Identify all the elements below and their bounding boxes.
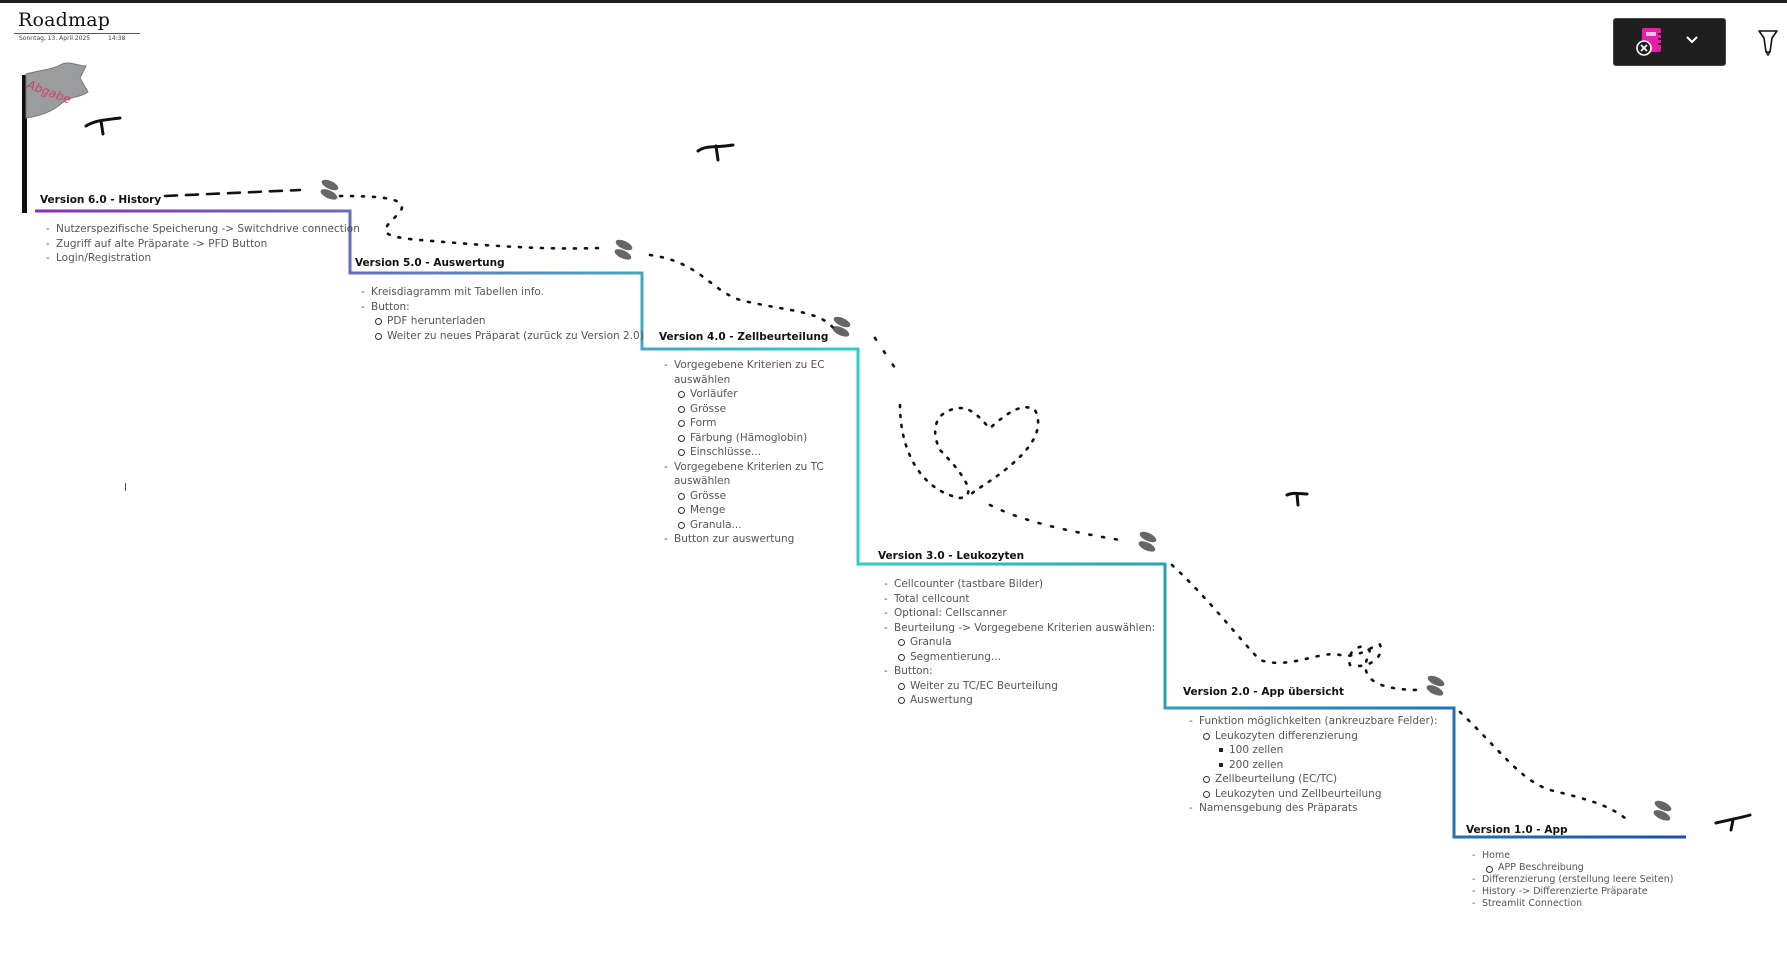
note-item: Beurteilung -> Vorgegebene Kriterien aus… [884, 621, 1155, 636]
version-3-label[interactable]: Version 3.0 - Leukozyten [878, 550, 1025, 562]
version-6-label[interactable]: Version 6.0 - History [40, 194, 162, 206]
window-top-border [0, 0, 1787, 3]
staircase [35, 209, 1686, 839]
note-item: Funktion möglichkeiten (ankreuzbare Feld… [1189, 714, 1437, 729]
note-item: Vorgegebene Kriterien zu EC [664, 358, 825, 373]
note-item: Cellcounter (tastbare Bilder) [884, 577, 1155, 592]
note-item: Vorgegebene Kriterien zu TC [664, 460, 825, 475]
notebook-widget[interactable] [1613, 18, 1726, 66]
note-item: Leukozyten differenzierung [1189, 729, 1437, 744]
pen-icon[interactable] [1756, 28, 1780, 56]
flag [22, 62, 89, 213]
bird-icons [84, 116, 1752, 832]
note-item: Zellbeurteilung (EC/TC) [1189, 772, 1437, 787]
note-item: Total cellcount [884, 592, 1155, 607]
version-6-notes[interactable]: Nutzerspezifische Speicherung -> Switchd… [46, 222, 360, 266]
note-item: Nutzerspezifische Speicherung -> Switchd… [46, 222, 360, 237]
page-time: 14:38 [108, 35, 126, 42]
note-item: Einschlüsse... [664, 445, 825, 460]
note-item: Button: [884, 664, 1155, 679]
version-4-label[interactable]: Version 4.0 - Zellbeurteilung [659, 331, 829, 343]
note-item: Zugriff auf alte Präparate -> PFD Button [46, 237, 360, 252]
note-item: History -> Differenzierte Präparate [1472, 886, 1673, 898]
note-item: Segmentierung... [884, 650, 1155, 665]
note-item: Granula... [664, 518, 825, 533]
note-item: Button zur auswertung [664, 532, 825, 547]
note-item: PDF herunterladen [361, 314, 644, 329]
version-1-notes[interactable]: Home APP Beschreibung Differenzierung (e… [1472, 850, 1673, 910]
note-item: Optional: Cellscanner [884, 606, 1155, 621]
page-date: Sonntag, 13. April 2025 [19, 35, 91, 42]
version-4-notes[interactable]: Vorgegebene Kriterien zu EC auswählen Vo… [664, 358, 825, 547]
note-item: Färbung (Hämoglobin) [664, 431, 825, 446]
chevron-down-icon[interactable] [1684, 31, 1700, 47]
note-item: Button: [361, 300, 644, 315]
note-item: Grösse [664, 489, 825, 504]
version-1-label[interactable]: Version 1.0 - App [1466, 824, 1568, 836]
note-item: Menge [664, 503, 825, 518]
page-title[interactable]: Roadmap [18, 9, 111, 31]
page-meta: Sonntag, 13. April 2025 14:38 [19, 35, 141, 42]
version-5-label[interactable]: Version 5.0 - Auswertung [355, 257, 505, 269]
ink-mark [125, 483, 126, 491]
note-item: Vorläufer [664, 387, 825, 402]
note-item: Streamlit Connection [1472, 898, 1673, 910]
note-item: 100 zellen [1189, 743, 1437, 758]
note-item: Grösse [664, 402, 825, 417]
note-item: Auswertung [884, 693, 1155, 708]
note-item: auswählen [674, 475, 731, 487]
note-item: Weiter zu neues Präparat (zurück zu Vers… [361, 329, 644, 344]
notebook-close-icon[interactable] [1636, 27, 1666, 56]
note-item: Granula [884, 635, 1155, 650]
note-item: Namensgebung des Präparats [1189, 801, 1437, 816]
title-underline [14, 33, 140, 34]
version-3-notes[interactable]: Cellcounter (tastbare Bilder) Total cell… [884, 577, 1155, 708]
dotted-path [163, 188, 1632, 824]
note-item: Leukozyten und Zellbeurteilung [1189, 787, 1437, 802]
version-2-notes[interactable]: Funktion möglichkeiten (ankreuzbare Feld… [1189, 714, 1437, 816]
note-item: APP Beschreibung [1472, 862, 1673, 874]
version-5-notes[interactable]: Kreisdiagramm mit Tabellen info. Button:… [361, 285, 644, 343]
note-item: Differenzierung (erstellung leere Seiten… [1472, 874, 1673, 886]
note-item: Weiter zu TC/EC Beurteilung [884, 679, 1155, 694]
version-2-label[interactable]: Version 2.0 - App übersicht [1183, 686, 1344, 698]
note-item: Form [664, 416, 825, 431]
footprints [320, 179, 1672, 821]
note-item: Kreisdiagramm mit Tabellen info. [361, 285, 644, 300]
note-item: auswählen [674, 373, 731, 386]
note-item: 200 zellen [1189, 758, 1437, 773]
note-item: Login/Registration [46, 251, 360, 266]
note-item: Home [1472, 850, 1673, 862]
